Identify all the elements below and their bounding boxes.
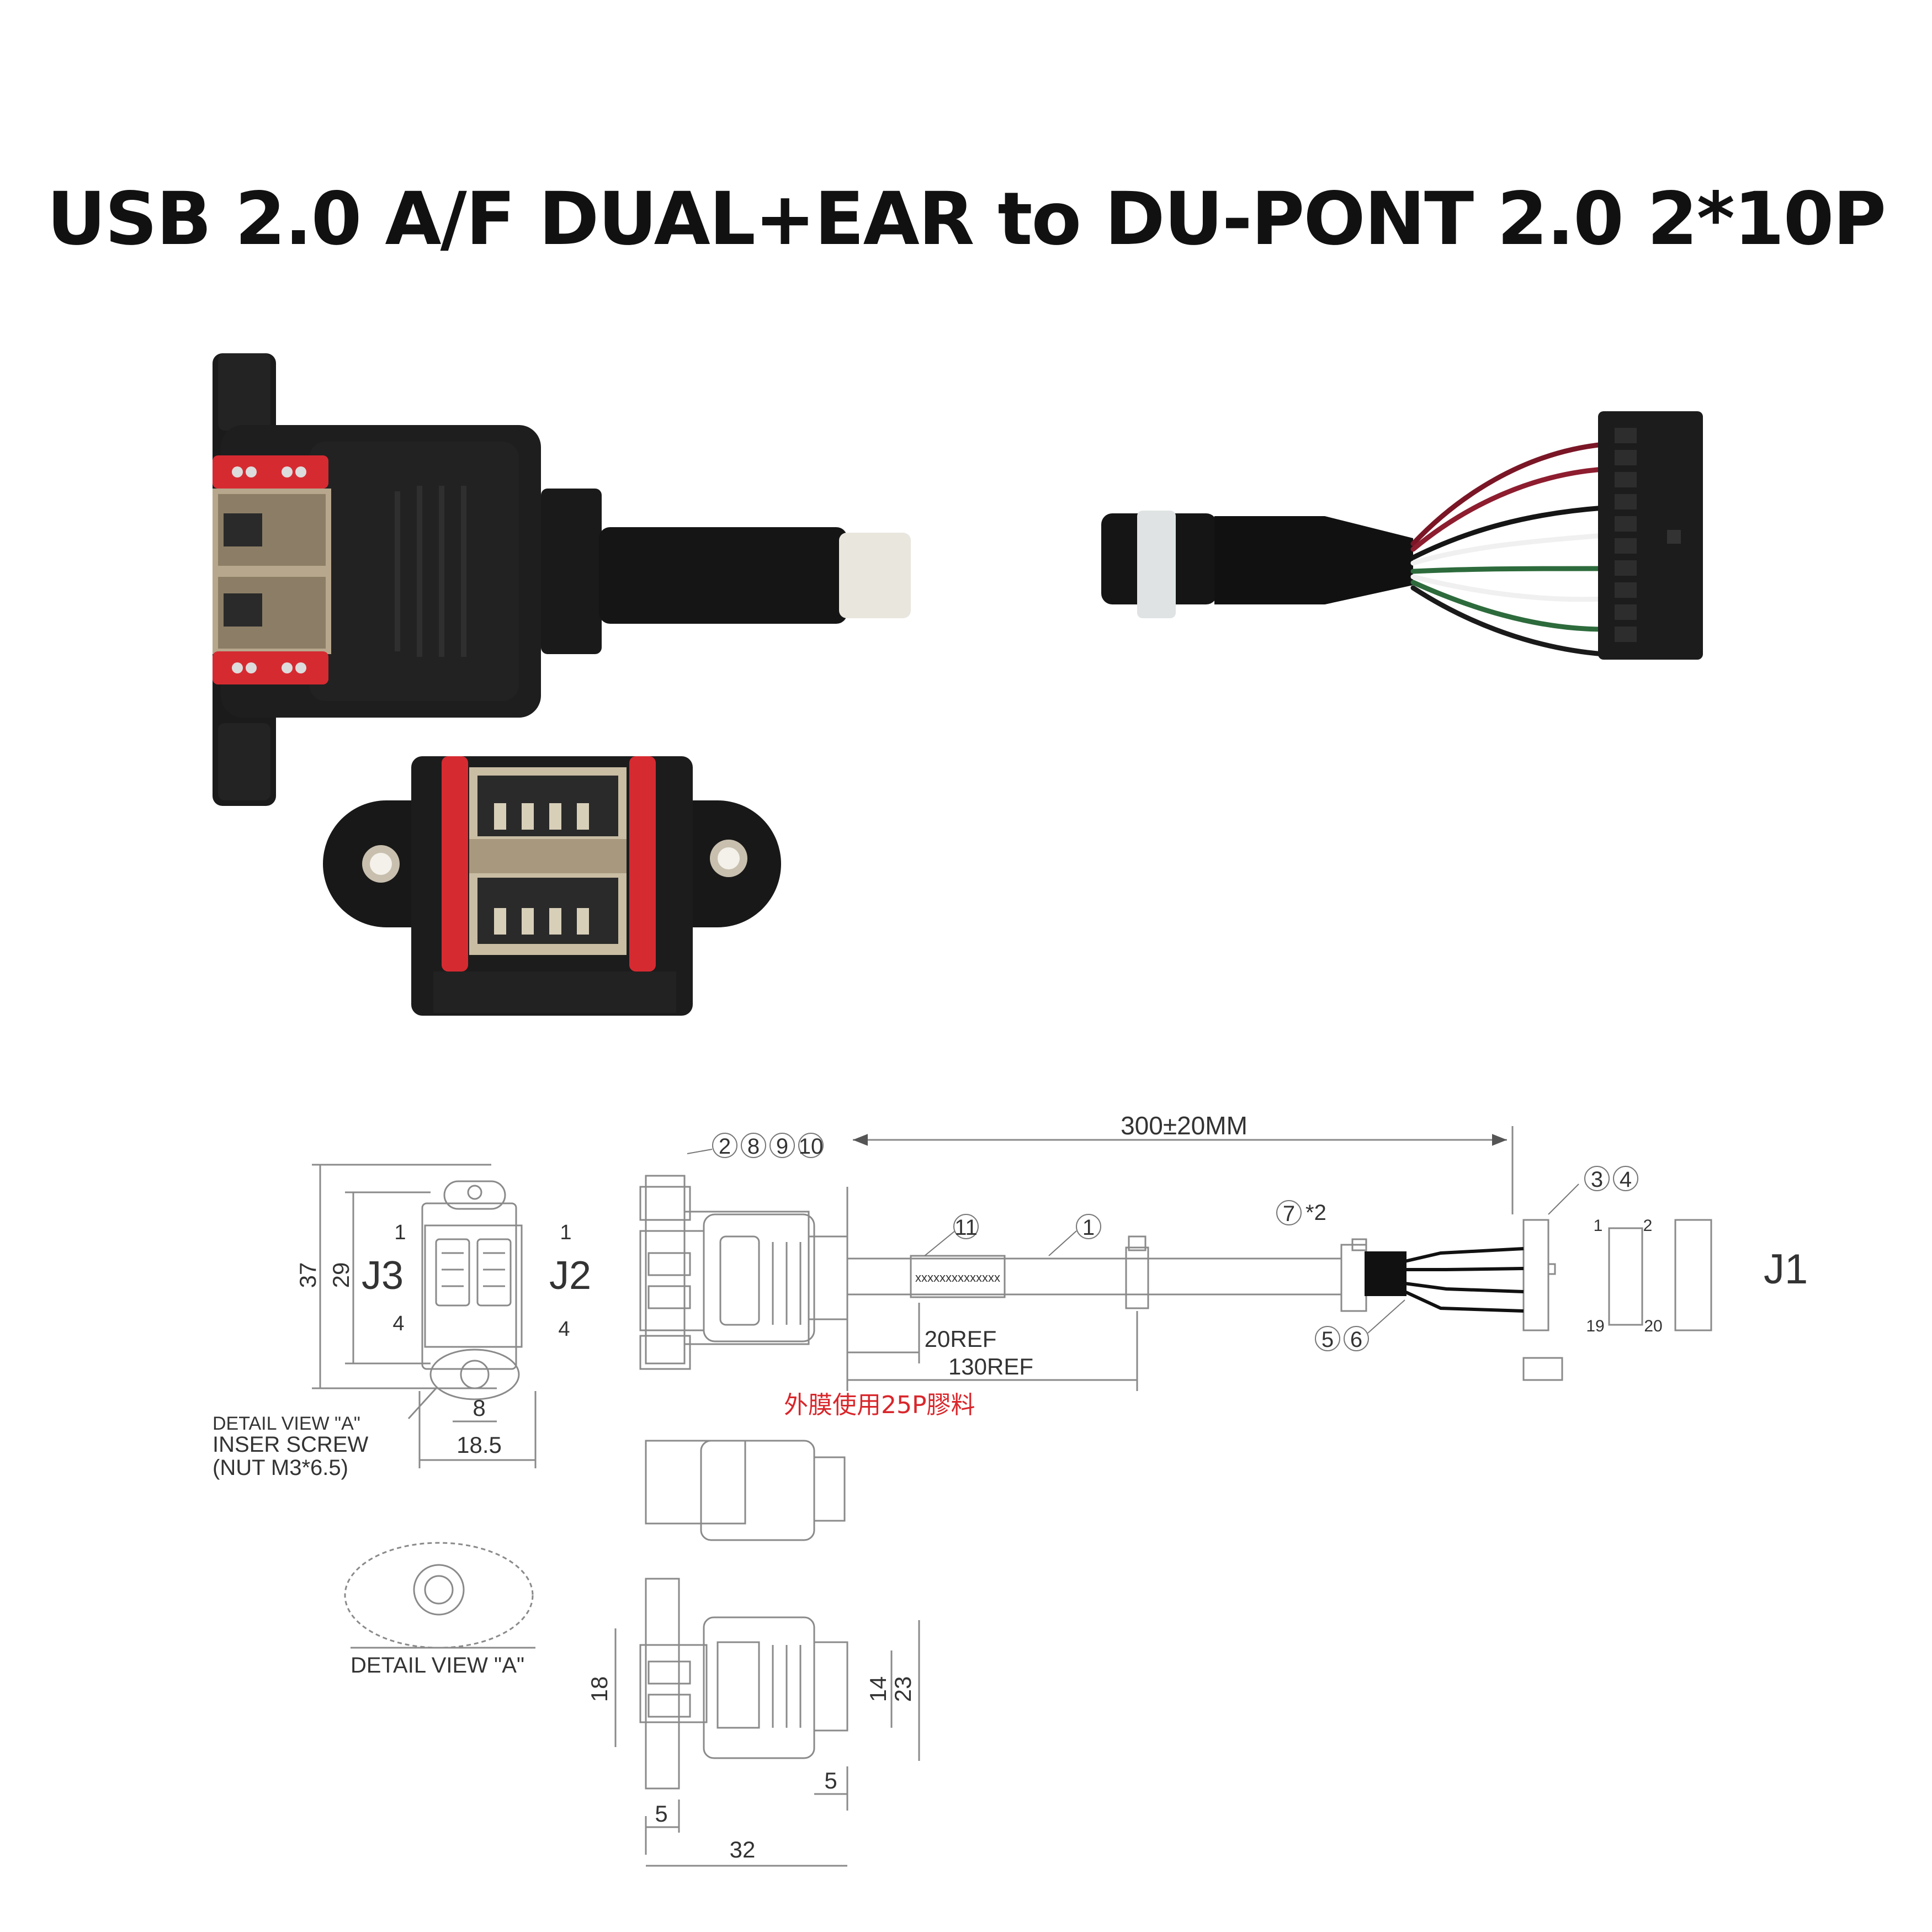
pin-2: 2: [1643, 1217, 1653, 1235]
technical-drawing: [312, 1126, 1712, 1867]
port-pin-1-left: 1: [394, 1221, 406, 1244]
bottom-view: [614, 1578, 920, 1867]
pin-20: 20: [1644, 1317, 1662, 1335]
callout-9: 9: [776, 1134, 788, 1159]
front-view: [312, 1164, 537, 1468]
callout-11: 11: [954, 1216, 978, 1240]
j1-label: J1: [1764, 1246, 1808, 1293]
callouts: [687, 1133, 1638, 1351]
dim-8: 8: [473, 1395, 485, 1421]
insert-screw: INSER SCREW: [213, 1432, 368, 1457]
callout-5: 5: [1321, 1328, 1334, 1352]
photo-connector-front: [323, 756, 781, 1016]
dim-37: 37: [295, 1262, 321, 1288]
dim-32: 32: [730, 1837, 756, 1862]
dim-14: 14: [865, 1676, 891, 1702]
j2-label: J2: [549, 1254, 591, 1298]
detail-caption: DETAIL VIEW "A": [351, 1653, 524, 1678]
chinese-note: 外膜使用25P膠料: [784, 1391, 975, 1419]
dim-23: 23: [890, 1676, 916, 1702]
nut-spec: (NUT M3*6.5): [213, 1456, 348, 1480]
j1-connector-view: [1522, 1219, 1712, 1381]
ref-130: 130REF: [948, 1354, 1033, 1379]
port-pin-1-right: 1: [560, 1221, 571, 1244]
callout-10: 10: [799, 1134, 824, 1159]
callout-7-qty: *2: [1305, 1201, 1326, 1225]
dim-5-rear: 5: [824, 1768, 837, 1793]
dim-29: 29: [328, 1262, 354, 1288]
callout-4: 4: [1620, 1167, 1632, 1192]
port-pin-4-left: 4: [392, 1312, 404, 1335]
length-dimensions: [846, 1126, 1514, 1391]
dim-5-ear: 5: [655, 1801, 667, 1827]
callout-2: 2: [719, 1134, 731, 1159]
drawing-wires: [1365, 1247, 1524, 1313]
dim-18: 18: [586, 1676, 612, 1702]
callout-3: 3: [1591, 1167, 1603, 1192]
page-title: USB 2.0 A/F DUAL+EAR to DU-PONT 2.0 2*10…: [46, 177, 1886, 262]
pin-19: 19: [1586, 1317, 1604, 1335]
dim-length: 300±20MM: [1121, 1111, 1248, 1140]
pin-1: 1: [1594, 1217, 1603, 1235]
top-view: [645, 1440, 846, 1541]
photo-dupont-end: [1101, 411, 1703, 660]
side-view-cable: [639, 1175, 1367, 1370]
callout-8: 8: [747, 1134, 760, 1159]
dim-18-5: 18.5: [457, 1432, 502, 1458]
port-pin-4-right: 4: [558, 1318, 570, 1341]
detail-label: DETAIL VIEW "A": [213, 1413, 360, 1434]
j3-label: J3: [362, 1254, 404, 1298]
callout-1: 1: [1082, 1216, 1095, 1240]
photo-connector-side: [213, 353, 911, 806]
ref-20: 20REF: [925, 1326, 997, 1352]
detail-view-a: [344, 1542, 535, 1649]
callout-6: 6: [1350, 1328, 1362, 1352]
shield-pattern: xxxxxxxxxxxxxx: [915, 1271, 1000, 1285]
callout-7: 7: [1283, 1202, 1295, 1226]
